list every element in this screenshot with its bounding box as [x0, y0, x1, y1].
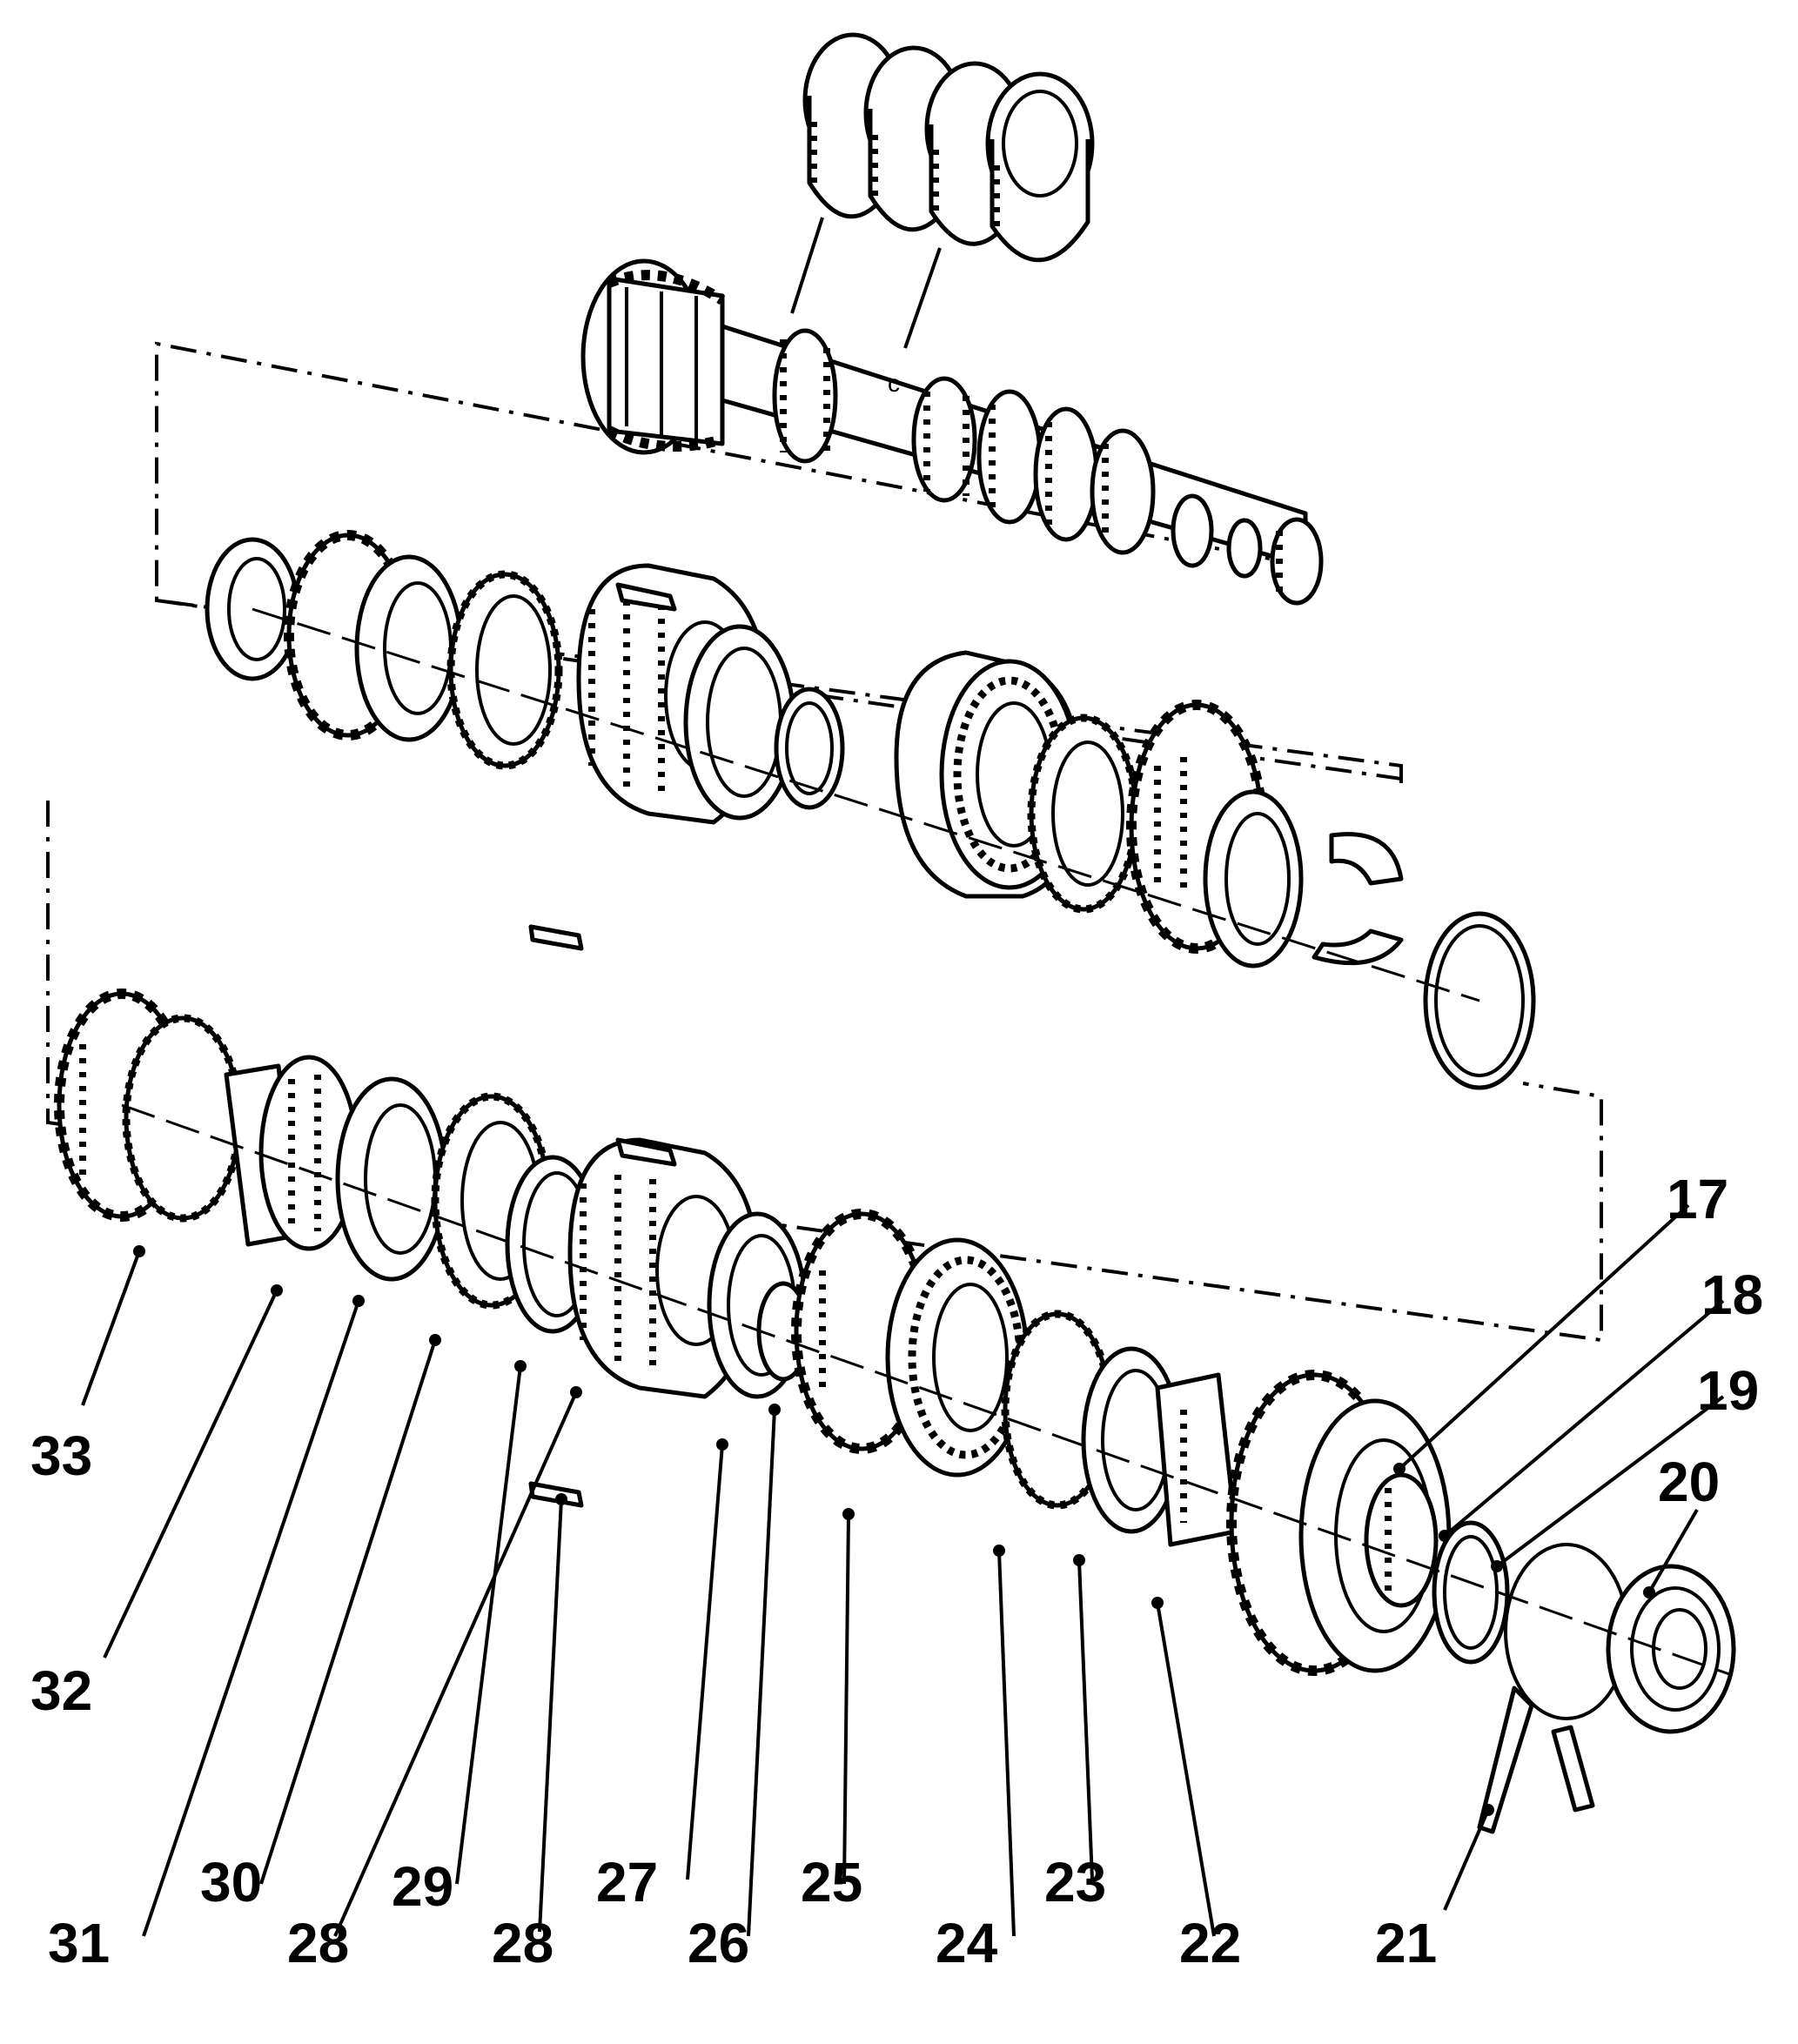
- svg-text:c: c: [888, 370, 900, 397]
- needle-bearing-cages: [802, 32, 1095, 263]
- blocker-ring-upper: [683, 624, 796, 821]
- needle-bearing-cage: [985, 71, 1095, 263]
- gear-upper-left: [284, 530, 464, 742]
- part-33-gear: [54, 988, 244, 1223]
- callout-leaders: [81, 1203, 1725, 1937]
- snap-ring-upper: [774, 687, 845, 810]
- part-22-washer: [1081, 1346, 1182, 1534]
- callout-20: 20: [1658, 1451, 1720, 1513]
- callout-28-right: 28: [492, 1912, 553, 1974]
- part-18-bearing: [1364, 1472, 1439, 1608]
- callout-29: 29: [392, 1855, 453, 1918]
- callout-32: 32: [30, 1659, 92, 1722]
- sync-ring-mid: [1027, 714, 1140, 914]
- middle-row-parts: [205, 530, 1536, 1090]
- main-shaft: c: [580, 258, 1324, 606]
- synchronizer-ring-upper: [446, 570, 563, 770]
- callout-21: 21: [1375, 1912, 1437, 1974]
- cage-leaders: [790, 217, 942, 349]
- part-20-ball-bearing: [1606, 1564, 1736, 1734]
- callout-22: 22: [1179, 1912, 1241, 1974]
- callout-17: 17: [1667, 1168, 1728, 1230]
- callout-31: 31: [48, 1912, 110, 1974]
- callout-labels: 17 18 19 20 21 22 23 24 25 26 27 28 28 2…: [30, 1168, 1763, 1974]
- callout-28-left: 28: [287, 1912, 349, 1974]
- callout-18: 18: [1701, 1263, 1763, 1326]
- callout-24: 24: [936, 1912, 998, 1974]
- axis-lines: [121, 607, 1733, 1677]
- large-snap-ring: [1423, 911, 1536, 1090]
- callout-27: 27: [596, 1851, 658, 1913]
- callout-33: 33: [30, 1424, 92, 1487]
- bottom-row-parts: [54, 988, 1736, 1834]
- spring-key: [528, 582, 677, 951]
- part-19-snap-ring: [1432, 1520, 1510, 1665]
- callout-26: 26: [688, 1912, 749, 1974]
- callout-25: 25: [801, 1851, 862, 1913]
- callout-23: 23: [1044, 1851, 1106, 1913]
- callout-19: 19: [1697, 1359, 1759, 1422]
- part-31-sleeve: [335, 1076, 448, 1282]
- split-thrust-washer: [1312, 832, 1404, 966]
- washer-mid: [1203, 789, 1304, 968]
- part-21-bearing-race: [1155, 1372, 1238, 1547]
- callout-30: 30: [200, 1851, 262, 1913]
